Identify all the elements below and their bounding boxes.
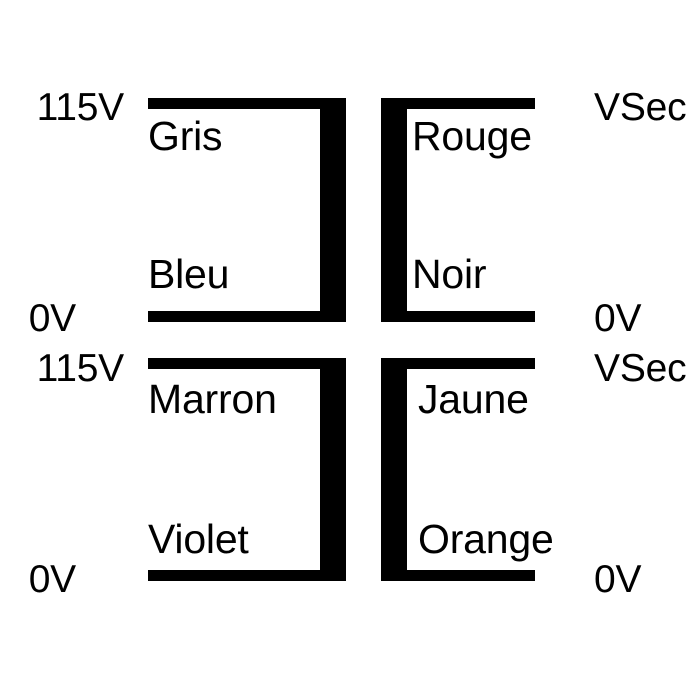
terminal-label-vsec-mid-right: VSec <box>594 347 687 390</box>
terminal-label-0v-mid-right: 0V <box>594 297 642 340</box>
wire-label-violet: Violet <box>148 516 249 562</box>
winding-primary-top-lower-arm <box>148 311 346 322</box>
wire-label-jaune: Jaune <box>418 376 529 422</box>
winding-secondary-top-core-bar <box>381 98 407 322</box>
wire-label-noir: Noir <box>412 251 487 297</box>
winding-primary-bottom-lower-arm <box>148 570 346 581</box>
terminal-label-vsec-top-right: VSec <box>594 86 687 129</box>
wire-label-marron: Marron <box>148 376 277 422</box>
winding-primary-top-upper-arm <box>148 98 346 109</box>
wire-label-gris: Gris <box>148 113 223 159</box>
winding-secondary-bottom-lower-arm <box>381 570 535 581</box>
terminal-label-115v-top-left: 115V <box>36 86 125 129</box>
winding-secondary-top-lower-arm <box>381 311 535 322</box>
winding-secondary-top-upper-arm <box>381 98 535 109</box>
winding-primary-bottom-core-bar <box>320 358 346 581</box>
wire-label-rouge: Rouge <box>412 113 532 159</box>
winding-primary-top-core-bar <box>320 98 346 322</box>
wire-label-bleu: Bleu <box>148 251 230 297</box>
terminal-label-0v-bottom-left: 0V <box>28 558 77 601</box>
winding-secondary-bottom-core-bar <box>381 358 407 581</box>
terminal-label-0v-bottom-right: 0V <box>594 558 642 601</box>
terminal-label-115v-mid-left: 115V <box>36 347 125 390</box>
terminal-label-0v-mid-left: 0V <box>28 297 77 340</box>
winding-primary-bottom-upper-arm <box>148 358 346 369</box>
winding-secondary-bottom-upper-arm <box>381 358 535 369</box>
wire-label-orange: Orange <box>418 516 554 562</box>
